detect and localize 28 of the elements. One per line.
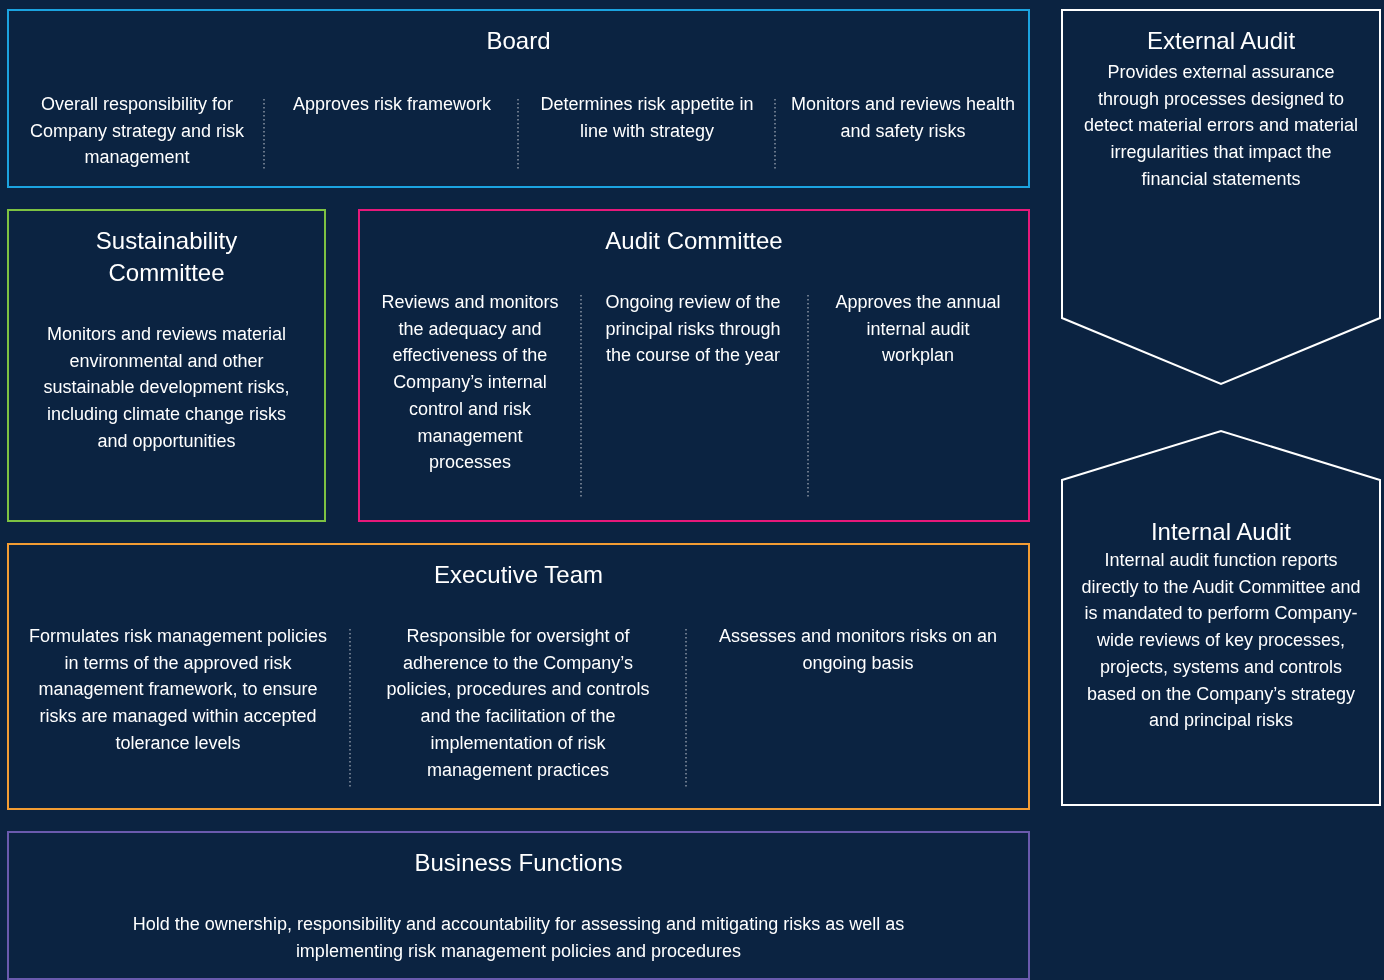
panel-description: Monitors and reviews health and safety risks (789, 93, 1017, 143)
committee-panel (7, 543, 1030, 810)
panel-heading: Business Functions (413, 848, 624, 878)
panel-heading: Audit Committee (604, 226, 784, 256)
panel-description: Assesses and monitors risks on an ongoing basis (717, 625, 999, 675)
panel-description: Monitors and reviews material environmental and other sustainable development risks, including climate change risks and opportunities (42, 323, 291, 453)
panel-description: Internal audit function reports directly to the Audit Committee and is mandated to perform Company-wide reviews of key processes, projects, systems and controls based on the Company’s strategy and principal risks (1081, 549, 1361, 733)
panel-description: Formulates risk management policies in terms of the approved risk management framework, to ensure risks are managed within accepted tolerance levels (27, 625, 329, 755)
panel-heading: Internal Audit (1149, 517, 1293, 547)
panel-description: Approves the annual internal audit workplan (834, 291, 1002, 368)
panel-heading: Board (485, 26, 552, 56)
panel-description: Approves risk framework (291, 93, 493, 116)
panel-description: Responsible for oversight of adherence to the Company’s policies, procedures and controls and the facilitation of the implementation of risk management practices (385, 625, 651, 782)
panel-heading: Sustainability Committee (94, 226, 239, 288)
panel-heading: External Audit (1145, 26, 1297, 56)
panel-description: Overall responsibility for Company strategy and risk management (28, 93, 246, 170)
panel-heading: Executive Team (433, 560, 604, 590)
committee-panel (7, 9, 1030, 188)
chevron-up-panel (1061, 430, 1381, 806)
panel-description: Reviews and monitors the adequacy and effectiveness of the Company’s internal control and risk management processes (380, 291, 560, 475)
committee-panel (7, 831, 1030, 980)
panel-description: Determines risk appetite in line with strategy (539, 93, 755, 143)
committee-panel (7, 209, 326, 522)
panel-description: Provides external assurance through processes designed to detect material errors and material irregularities that impact the financial statements (1082, 61, 1360, 191)
chevron-down-panel (1061, 9, 1381, 385)
panel-description: Hold the ownership, responsibility and accountability for assessing and mitigating risks as well as implementing risk management policies and procedures (131, 913, 906, 963)
panel-description: Ongoing review of the principal risks through the course of the year (604, 291, 782, 368)
committee-panel (358, 209, 1030, 522)
